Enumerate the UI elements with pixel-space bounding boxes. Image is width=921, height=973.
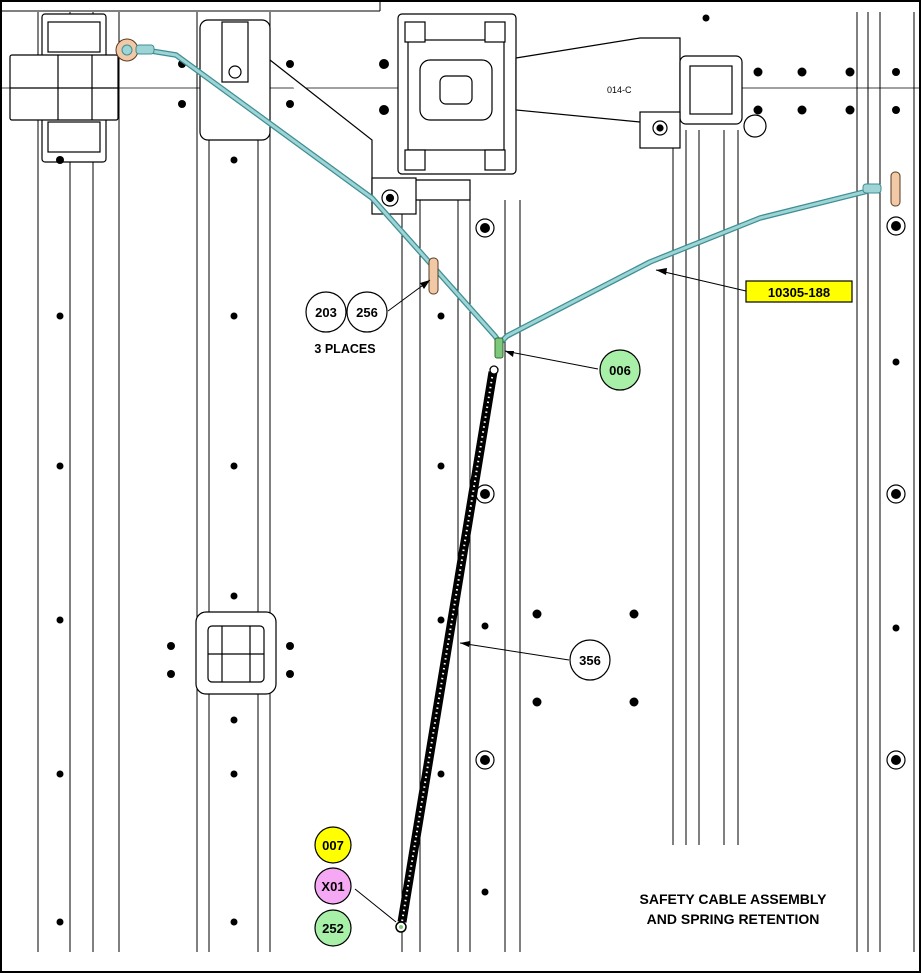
callout-x01: X01	[314, 867, 352, 905]
part-label: 014-C	[607, 85, 632, 95]
places-note: 3 PLACES	[314, 342, 375, 356]
callout-203-text: 203	[315, 305, 337, 320]
callout-252: 252	[314, 909, 352, 947]
callout-256: 256	[346, 291, 388, 333]
callout-10305-188: 10305-188	[745, 280, 853, 303]
lower-bracket	[195, 611, 277, 695]
callout-203: 203	[305, 291, 347, 333]
vertical-rails	[1, 12, 920, 952]
callout-x01-text: X01	[321, 879, 344, 894]
callout-10305-188-text: 10305-188	[768, 285, 830, 300]
bolt-dots	[56, 14, 900, 926]
callout-256-text: 256	[356, 305, 378, 320]
callout-006-text: 006	[609, 363, 631, 378]
cable-fittings	[115, 38, 901, 359]
callout-007: 007	[314, 826, 352, 864]
callout-356: 356	[569, 639, 611, 681]
callout-007-text: 007	[322, 838, 344, 853]
drawing-title-line-2: AND SPRING RETENTION	[647, 911, 820, 927]
callout-356-text: 356	[579, 653, 601, 668]
leader-arrowheads	[420, 268, 667, 647]
callout-006: 006	[599, 349, 641, 391]
ringed-bolts	[475, 216, 906, 770]
callout-252-text: 252	[322, 921, 344, 936]
left-bracket-assembly	[9, 13, 119, 163]
retention-spring	[395, 365, 499, 933]
drawing-title-line-1: SAFETY CABLE ASSEMBLY	[640, 891, 828, 907]
